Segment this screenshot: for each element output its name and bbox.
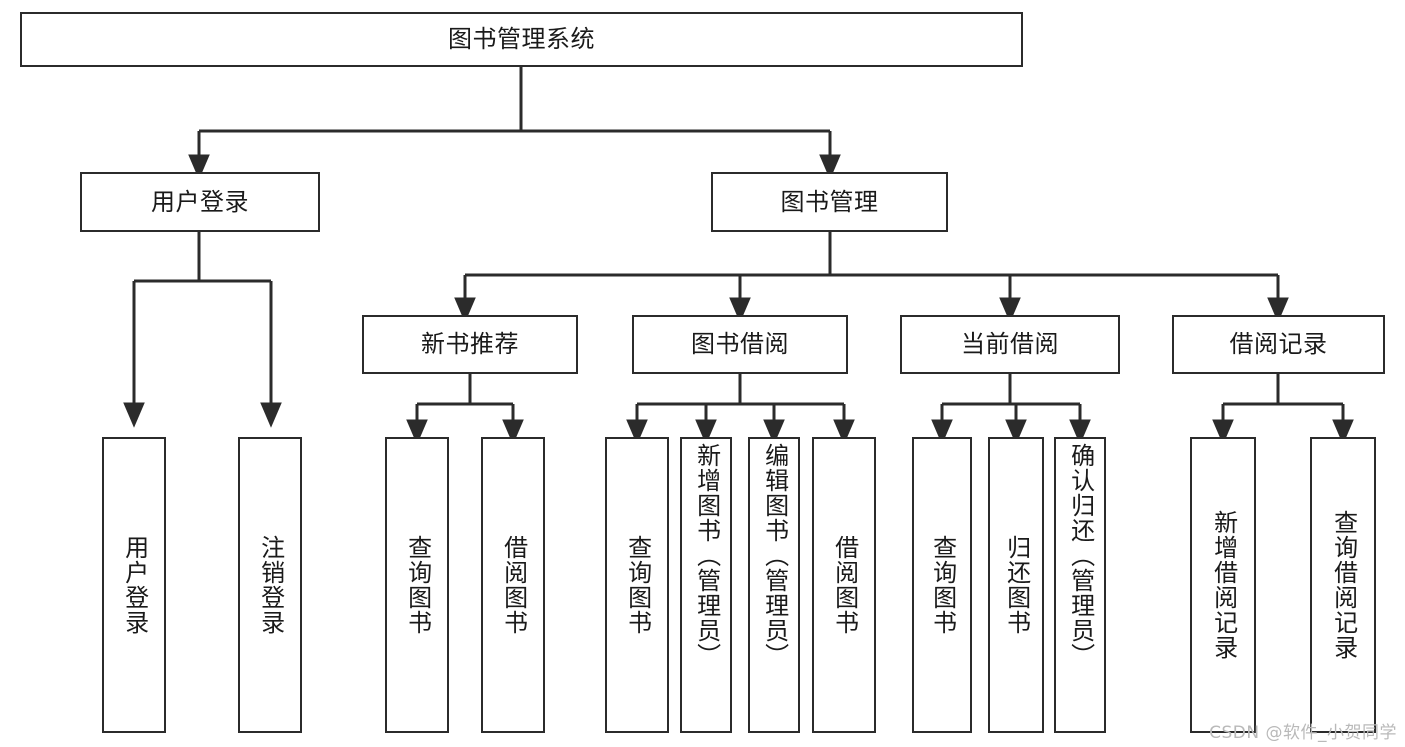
leaf-node-label: 借阅图书 [830,535,859,635]
watermark-text: CSDN @软件_小贺同学 [1209,723,1397,743]
leaf-node-label: 用户登录 [120,535,149,635]
node-current-borrow[interactable]: 当前借阅 [900,315,1120,374]
node-root-label: 图书管理系统 [448,25,595,54]
leaf-node-label: 确认归还（管理员） [1066,443,1095,668]
leaf-node[interactable]: 确认归还（管理员） [1054,437,1106,733]
leaf-node[interactable]: 新增借阅记录 [1190,437,1256,733]
leaf-node[interactable]: 查询图书 [385,437,449,733]
node-user-login[interactable]: 用户登录 [80,172,320,232]
leaf-node[interactable]: 注销登录 [238,437,302,733]
node-book-management-label: 图书管理 [780,187,879,216]
node-borrow-records-label: 借阅记录 [1229,330,1328,359]
node-new-book-recommend-label: 新书推荐 [421,330,519,359]
leaf-node-label: 查询图书 [928,535,957,635]
leaf-node-label: 查询图书 [403,535,432,635]
leaf-node-label: 注销登录 [256,535,285,635]
leaf-node-label: 新增图书（管理员） [692,443,721,668]
leaf-node[interactable]: 查询借阅记录 [1310,437,1376,733]
leaf-node[interactable]: 用户登录 [102,437,166,733]
leaf-node-label: 查询借阅记录 [1329,510,1358,660]
leaf-node[interactable]: 借阅图书 [812,437,876,733]
node-borrow-records[interactable]: 借阅记录 [1172,315,1385,374]
leaf-node-label: 编辑图书（管理员） [760,443,789,668]
node-new-book-recommend[interactable]: 新书推荐 [362,315,578,374]
leaf-node[interactable]: 编辑图书（管理员） [748,437,800,733]
node-current-borrow-label: 当前借阅 [961,330,1059,359]
node-book-borrow-label: 图书借阅 [691,330,789,359]
leaf-node[interactable]: 新增图书（管理员） [680,437,732,733]
node-root-system[interactable]: 图书管理系统 [20,12,1023,67]
leaf-node-label: 归还图书 [1002,535,1031,635]
leaf-node-label: 新增借阅记录 [1209,510,1238,660]
leaf-node[interactable]: 归还图书 [988,437,1044,733]
leaf-node-label: 借阅图书 [499,535,528,635]
leaf-node-label: 查询图书 [623,535,652,635]
leaf-node[interactable]: 查询图书 [912,437,972,733]
leaf-node[interactable]: 查询图书 [605,437,669,733]
node-user-login-label: 用户登录 [151,187,249,216]
node-book-management[interactable]: 图书管理 [711,172,948,232]
node-book-borrow[interactable]: 图书借阅 [632,315,848,374]
leaf-node[interactable]: 借阅图书 [481,437,545,733]
